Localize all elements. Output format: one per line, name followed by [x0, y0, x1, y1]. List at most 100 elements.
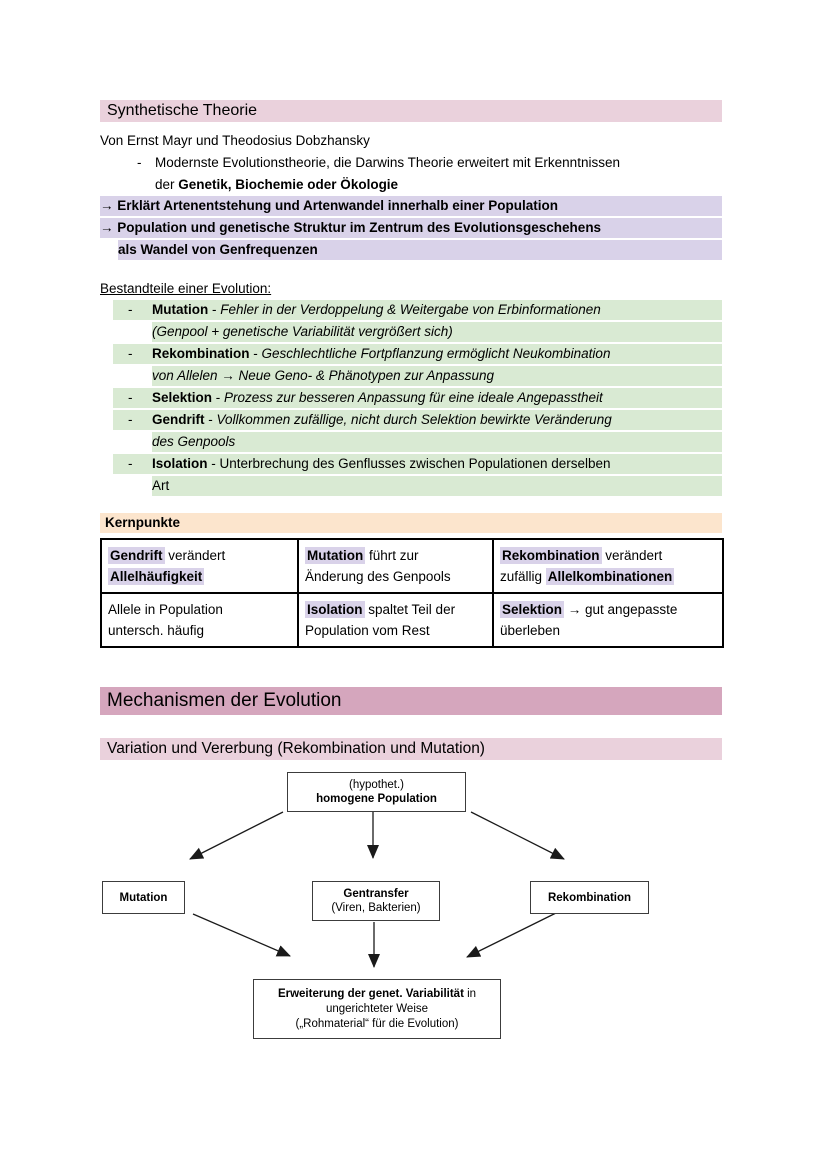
text-segment: spaltet Teil der — [364, 602, 456, 617]
text-segment: Gentransfer — [343, 888, 409, 900]
text-segment: - Unterbrechung des Genflusses zwischen … — [207, 456, 611, 471]
text-line: Gendrift verändert — [108, 545, 291, 566]
text-segment: → Erklärt Artenentstehung und Artenwande… — [100, 198, 559, 213]
arrow-population-to-mutation — [189, 811, 284, 860]
text-line: Isolation spaltet Teil der — [305, 599, 486, 620]
text-segment: Mutation — [119, 891, 168, 904]
diagram-box-gentransfer: Gentransfer (Viren, Bakterien) — [312, 881, 440, 921]
text-line: Allele in Population — [108, 599, 291, 620]
text-line: Art — [152, 476, 722, 496]
section-heading-mechanismen: Mechanismen der Evolution — [100, 687, 722, 715]
text-line: → Erklärt Artenentstehung und Artenwande… — [100, 196, 722, 216]
text-segment: Fehler in der Verdoppelung & Weitergabe … — [220, 302, 601, 317]
text-segment: Modernste Evolutionstheorie, die Darwins… — [155, 155, 620, 170]
text-segment: - — [204, 412, 217, 427]
text-line: Rekombination verändert — [500, 545, 716, 566]
text-segment: zufällig — [500, 569, 546, 584]
list-dash: - — [137, 155, 142, 170]
text-segment: überleben — [500, 623, 561, 638]
text-line: ungerichteter Weise — [254, 1002, 500, 1017]
section-heading-synthetische-theorie: Synthetische Theorie — [100, 100, 722, 122]
text-segment: Genetik, Biochemie oder Ökologie — [178, 177, 399, 192]
text-line: Mutation führt zur — [305, 545, 486, 566]
text-segment: - — [208, 302, 221, 317]
text-line: → Population und genetische Struktur im … — [100, 218, 722, 238]
text-line: -Modernste Evolutionstheorie, die Darwin… — [100, 152, 722, 174]
text-segment: Selektion — [500, 601, 565, 618]
text-segment: (Viren, Bakterien) — [331, 902, 421, 914]
intro-bullet-list: -Modernste Evolutionstheorie, die Darwin… — [100, 152, 722, 196]
text-line: von Allelen → Neue Geno- & Phänotypen zu… — [152, 366, 722, 386]
text-segment: - — [212, 390, 225, 405]
text-segment: Selektion — [152, 390, 213, 405]
text-line: zufällig Allelkombinationen — [500, 566, 716, 587]
text-line: (hypothet.) — [288, 778, 465, 792]
text-line: Rekombination — [531, 891, 648, 905]
list-dash: - — [128, 346, 133, 361]
text-segment: ungerichteter Weise — [325, 1002, 429, 1015]
text-line: Mutation — [103, 891, 184, 905]
text-segment: - — [249, 346, 262, 361]
arrow-rekombination-to-result — [466, 911, 559, 958]
text-segment: Gendrift — [152, 412, 205, 427]
diagram-box-rekombination: Rekombination — [530, 881, 649, 914]
authors-paragraph: Von Ernst Mayr und Theodosius Dobzhansky — [100, 133, 370, 148]
text-segment: führt zur — [365, 548, 419, 563]
text-line: -Isolation - Unterbrechung des Genflusse… — [113, 454, 722, 474]
text-segment: verändert — [601, 548, 663, 563]
arrow-mutation-to-result — [192, 913, 291, 957]
list-dash: - — [128, 390, 133, 405]
kernpunkte-cell-allele: Allele in Population untersch. häufig — [100, 592, 299, 648]
text-segment: von Allelen → Neue Geno- & Phänotypen zu… — [152, 368, 494, 383]
flow-arrows — [189, 811, 565, 968]
list-dash: - — [128, 456, 133, 471]
text-segment: → gut angepasste — [564, 602, 678, 617]
text-line: homogene Population — [288, 792, 465, 806]
conclusion-arrow-block: → Erklärt Artenentstehung und Artenwande… — [100, 196, 722, 260]
text-line: -Selektion - Prozess zur besseren Anpass… — [113, 388, 722, 408]
text-segment: Mutation — [152, 302, 209, 317]
text-segment: Rekombination — [152, 346, 250, 361]
text-line: (Genpool + genetische Variabilität vergr… — [152, 322, 722, 342]
text-segment: („Rohmaterial“ für die Evolution) — [295, 1017, 459, 1030]
text-segment: (hypothet.) — [349, 779, 404, 791]
kernpunkte-header: Kernpunkte — [100, 513, 722, 533]
text-line: Erweiterung der genet. Variabilität in — [254, 987, 500, 1002]
evolution-components-list: -Mutation - Fehler in der Verdoppelung &… — [113, 300, 722, 496]
text-line: -Rekombination - Geschlechtliche Fortpfl… — [113, 344, 722, 364]
document-content: Synthetische Theorie Von Ernst Mayr und … — [100, 100, 724, 760]
text-segment: verändert — [164, 548, 226, 563]
text-segment: Allelkombinationen — [545, 568, 675, 585]
text-segment: Isolation — [305, 601, 365, 618]
text-line: („Rohmaterial“ für die Evolution) — [254, 1017, 500, 1032]
text-line: Änderung des Genpools — [305, 566, 486, 587]
text-segment: Prozess zur besseren Anpassung für eine … — [224, 390, 603, 405]
text-line: (Viren, Bakterien) — [313, 901, 439, 915]
text-line: der Genetik, Biochemie oder Ökologie — [100, 174, 722, 196]
list-dash: - — [128, 412, 133, 427]
text-segment: (Genpool + genetische Variabilität vergr… — [152, 324, 453, 339]
text-segment: der — [155, 177, 179, 192]
text-segment: Allelhäufigkeit — [108, 568, 205, 585]
diagram-box-mutation: Mutation — [102, 881, 185, 914]
text-segment: Art — [152, 478, 170, 493]
text-segment: Mutation — [305, 547, 366, 564]
text-line: -Mutation - Fehler in der Verdoppelung &… — [113, 300, 722, 320]
text-segment: des Genpools — [152, 434, 236, 449]
text-segment: Vollkommen zufällige, nicht durch Selekt… — [216, 412, 612, 427]
text-segment: Erweiterung der genet. Variabilität — [277, 987, 464, 1000]
text-segment: Population vom Rest — [305, 623, 430, 638]
text-segment: untersch. häufig — [108, 623, 205, 638]
diagram-box-homogene-population: (hypothet.)homogene Population — [287, 772, 466, 812]
text-line: Population vom Rest — [305, 620, 486, 641]
text-line: überleben — [500, 620, 716, 641]
text-segment: in — [463, 987, 477, 1000]
